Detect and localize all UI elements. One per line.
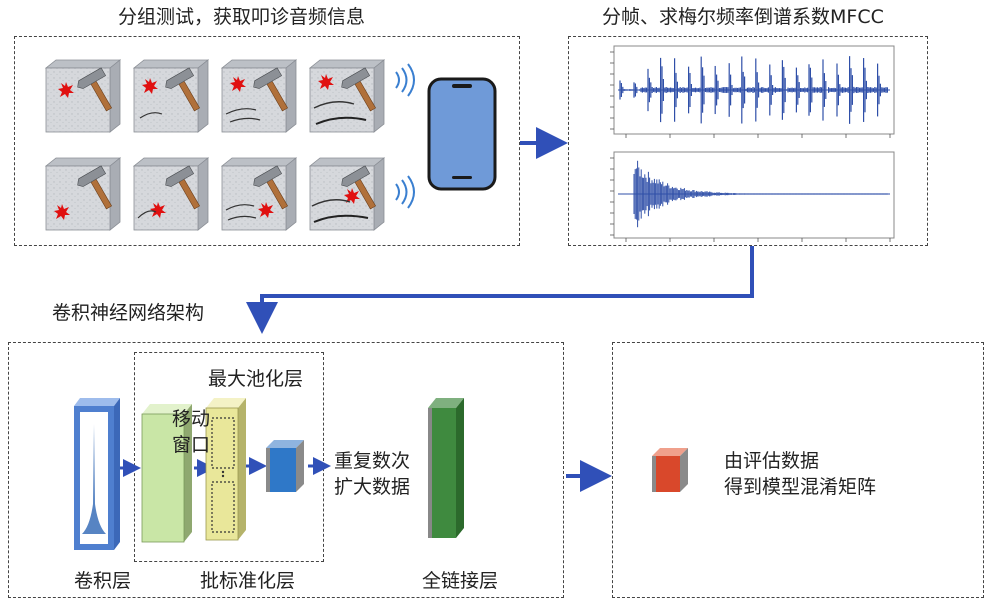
waveform-plot-top [610, 45, 895, 138]
feature-block [266, 440, 304, 492]
fully-connected-layer-block [428, 398, 464, 538]
specimen-6 [133, 157, 210, 231]
confusion-matrix-block [652, 448, 688, 492]
cnn-box [8, 342, 564, 598]
specimen-2 [133, 59, 210, 133]
mfcc-box [568, 36, 928, 246]
batchnorm-layer-block [141, 404, 192, 543]
sound-wave-icon-bottom [395, 175, 415, 209]
specimen-3 [221, 59, 298, 133]
grouping-title: 分组测试，获取叩诊音频信息 [118, 6, 366, 28]
cnn-title: 卷积神经网络架构 [52, 302, 205, 324]
phone-icon [427, 77, 497, 191]
maxpool-layer-block [205, 398, 246, 541]
specimen-grid [45, 59, 386, 231]
grouping-box [14, 36, 520, 246]
fc-layer-label: 全链接层 [422, 570, 499, 592]
repeat-label-line1: 重复数次 [334, 450, 411, 472]
arrow-to-cnn [246, 246, 754, 334]
specimen-7 [221, 157, 298, 231]
batchnorm-label: 批标准化层 [200, 570, 296, 592]
maxpool-label: 最大池化层 [208, 368, 304, 390]
conv-layer-label: 卷积层 [74, 570, 132, 592]
window-label-line2: 窗口 [172, 434, 211, 456]
waveform-plot-bottom [610, 151, 895, 242]
specimen-1 [45, 59, 122, 133]
repeat-label-line2: 扩大数据 [334, 476, 411, 498]
result-box [612, 342, 984, 598]
conv-layer-block [74, 398, 120, 550]
result-line2: 得到模型混淆矩阵 [724, 476, 877, 498]
window-label-line1: 移动 [172, 408, 211, 430]
sound-wave-icon-top [395, 63, 415, 97]
specimen-4 [309, 59, 386, 133]
specimen-8 [309, 157, 386, 231]
specimen-5 [45, 157, 122, 231]
result-line1: 由评估数据 [724, 450, 820, 472]
mfcc-title: 分帧、求梅尔频率倒谱系数MFCC [602, 6, 884, 28]
